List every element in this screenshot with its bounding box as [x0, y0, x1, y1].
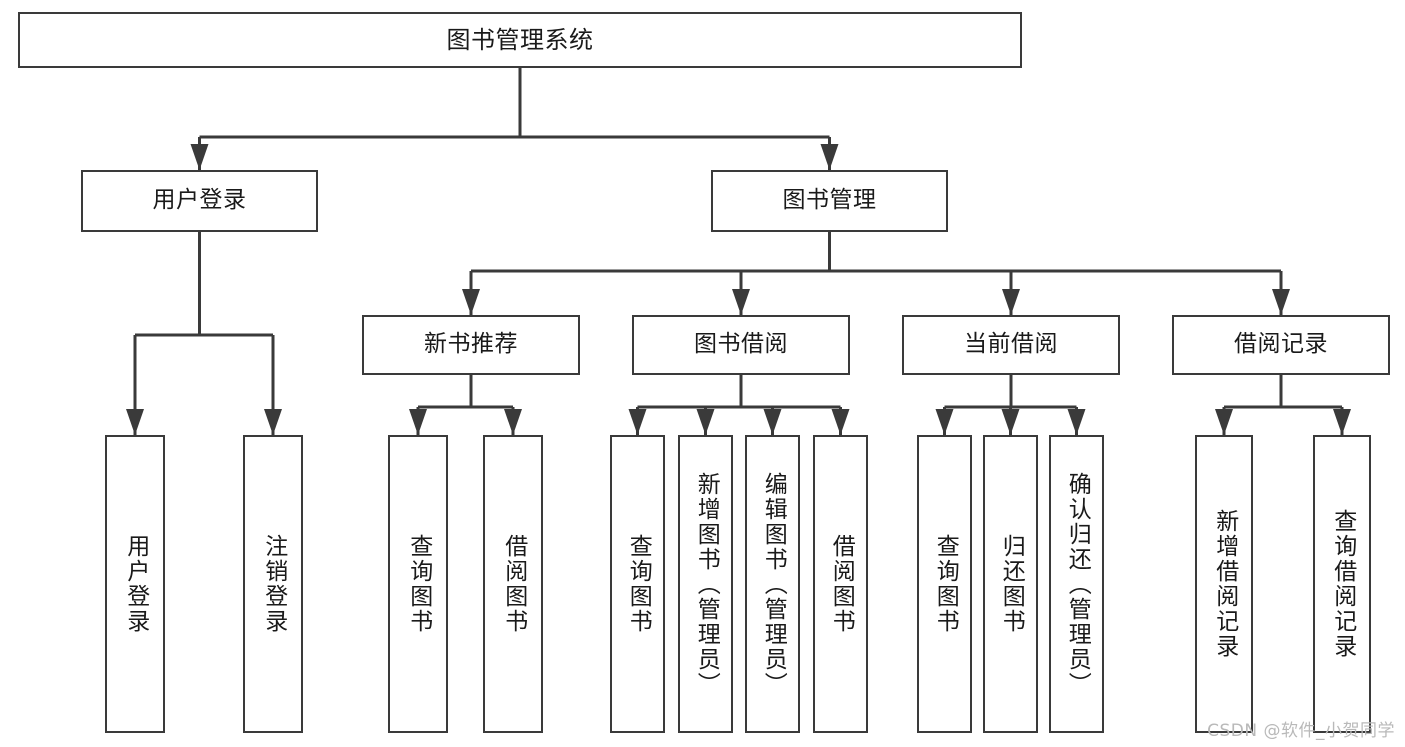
- node-book-manage[interactable]: 图书管理: [711, 170, 948, 232]
- watermark: CSDN @软件_小贺同学: [1207, 721, 1395, 741]
- node-label-leaf-return-book: 归还图书: [998, 534, 1025, 634]
- node-label-leaf-borrow-book-1: 借阅图书: [500, 534, 527, 634]
- node-label-leaf-user-login: 用户登录: [122, 534, 149, 634]
- node-leaf-query-book-2[interactable]: 查询图书: [610, 435, 665, 733]
- node-label-leaf-add-record: 新增借阅记录: [1211, 509, 1238, 659]
- node-leaf-user-logout[interactable]: 注销登录: [243, 435, 303, 733]
- node-user-login[interactable]: 用户登录: [81, 170, 318, 232]
- node-root[interactable]: 图书管理系统: [18, 12, 1022, 68]
- node-label-root: 图书管理系统: [446, 25, 594, 54]
- node-leaf-query-book-3[interactable]: 查询图书: [917, 435, 972, 733]
- node-label-leaf-query-book-2: 查询图书: [625, 534, 652, 634]
- node-new-book-rec[interactable]: 新书推荐: [362, 315, 580, 375]
- node-label-leaf-add-book: 新增图书（管理员）: [693, 471, 720, 697]
- node-leaf-borrow-book-1[interactable]: 借阅图书: [483, 435, 543, 733]
- node-label-new-book-rec: 新书推荐: [424, 331, 518, 358]
- node-label-leaf-query-book-1: 查询图书: [405, 534, 432, 634]
- node-label-current-borrow: 当前借阅: [964, 331, 1058, 358]
- node-leaf-borrow-book-2[interactable]: 借阅图书: [813, 435, 868, 733]
- node-leaf-add-book[interactable]: 新增图书（管理员）: [678, 435, 733, 733]
- node-label-user-login: 用户登录: [152, 187, 247, 214]
- node-label-leaf-confirm-ret: 确认归还（管理员）: [1064, 471, 1091, 697]
- node-label-leaf-user-logout: 注销登录: [260, 534, 287, 634]
- node-leaf-user-login[interactable]: 用户登录: [105, 435, 165, 733]
- node-book-borrow[interactable]: 图书借阅: [632, 315, 850, 375]
- node-leaf-query-book-1[interactable]: 查询图书: [388, 435, 448, 733]
- node-borrow-record[interactable]: 借阅记录: [1172, 315, 1390, 375]
- node-current-borrow[interactable]: 当前借阅: [902, 315, 1120, 375]
- node-label-book-borrow: 图书借阅: [694, 331, 788, 358]
- node-label-leaf-query-book-3: 查询图书: [932, 534, 959, 634]
- node-label-leaf-borrow-book-2: 借阅图书: [828, 534, 855, 634]
- node-label-borrow-record: 借阅记录: [1234, 331, 1328, 358]
- node-leaf-confirm-ret[interactable]: 确认归还（管理员）: [1049, 435, 1104, 733]
- node-label-book-manage: 图书管理: [782, 187, 877, 214]
- node-leaf-add-record[interactable]: 新增借阅记录: [1195, 435, 1253, 733]
- node-leaf-edit-book[interactable]: 编辑图书（管理员）: [745, 435, 800, 733]
- node-label-leaf-query-record: 查询借阅记录: [1329, 509, 1356, 659]
- node-leaf-query-record[interactable]: 查询借阅记录: [1313, 435, 1371, 733]
- node-leaf-return-book[interactable]: 归还图书: [983, 435, 1038, 733]
- node-label-leaf-edit-book: 编辑图书（管理员）: [760, 471, 787, 697]
